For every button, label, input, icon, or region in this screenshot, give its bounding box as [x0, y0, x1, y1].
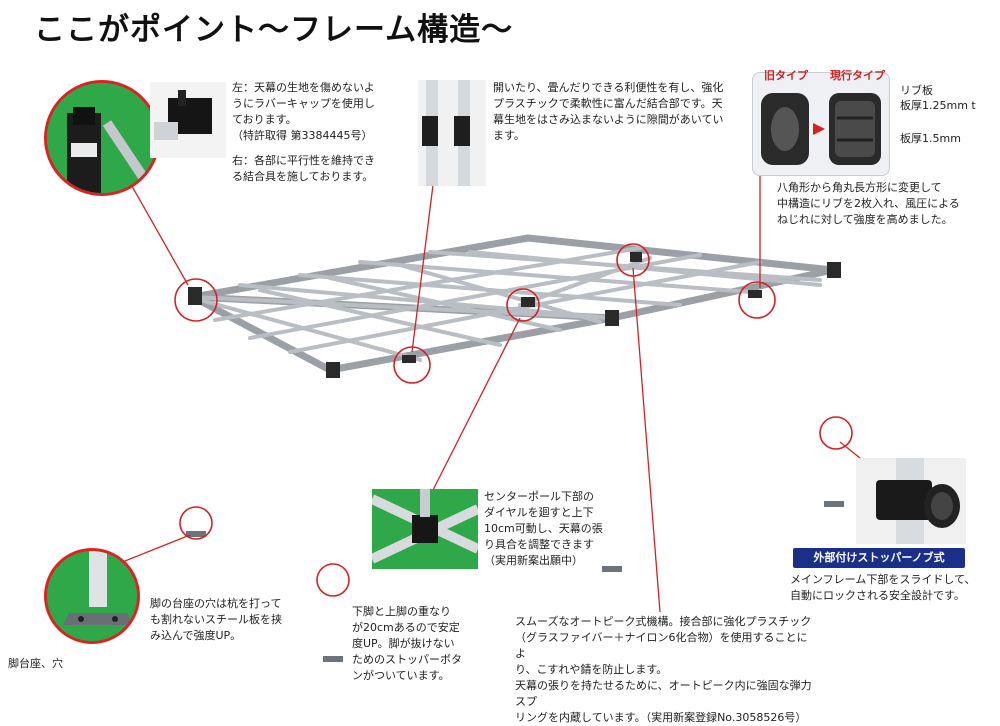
caption-stopper: メインフレーム下部をスライドして、 自動にロックされる安全設計です。: [790, 573, 976, 602]
caption-rubber-cap: 左：天幕の生地を傷めないよ うにラバーキャップを使用し ております。 （特許取得…: [232, 81, 375, 142]
thickness-125-label: 板厚1.25mm t: [900, 99, 976, 112]
caption-leg-overlap: 下脚と上脚の重なり が20cmあるので安定 度UP。脚が抜けない ためのストッパ…: [352, 605, 462, 682]
rubber-cap-photo: [44, 80, 160, 196]
stopper-knob-photo: [856, 458, 966, 544]
foot-base-label: 脚台座、穴: [8, 657, 63, 670]
caption-foot-base: 脚の台座の穴は杭を打って も割れないスチール板を挟 み込んで強度UP。: [150, 597, 282, 642]
stopper-badge: 外部付けストッパーノブ式: [793, 548, 965, 568]
caption-center-pole: センターポール下部の ダイヤルを廻すと上下 10cm可動し、天幕の張 り具合を調…: [484, 490, 603, 567]
tent-frame-illustration: [114, 108, 876, 662]
caption-parallel-joint: 右：各部に平行性を維持でき る結合具を施しております。: [232, 154, 375, 183]
caption-rib-plate: 八角形から角丸長方形に変更して 中構造にリブを2枚入れ、風圧による ねじれに対し…: [777, 181, 960, 226]
caption-auto-peak: スムーズなオートピーク式機構。接合部に強化プラスチック （グラスファイバー＋ナイ…: [515, 615, 812, 724]
thickness-15-label: 板厚1.5mm: [900, 132, 961, 145]
center-pole-dial-photo: [372, 489, 478, 569]
folding-joint-photo: [418, 80, 486, 186]
page-title: ここがポイント〜フレーム構造〜: [34, 12, 514, 48]
old-type-label: 旧タイプ: [764, 69, 808, 82]
rib-plate-label: リブ板: [900, 84, 933, 97]
parallel-joint-photo: [150, 82, 226, 158]
rib-comparison-photo: [752, 72, 890, 176]
foot-base-photo: [44, 548, 140, 644]
new-type-label: 現行タイプ: [830, 69, 885, 82]
caption-folding-joint: 開いたり、畳んだりできる利便性を有し、強化 プラスチックで柔軟性に富んだ結合部で…: [493, 81, 724, 142]
